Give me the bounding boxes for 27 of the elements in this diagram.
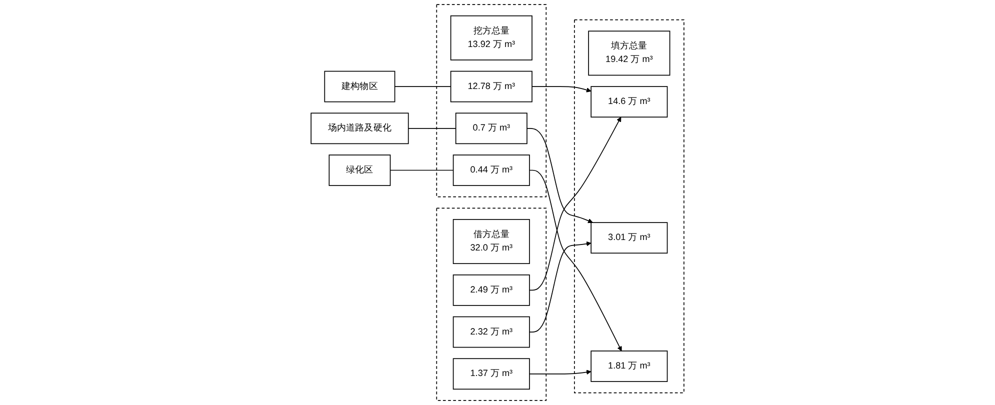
node-box: 建构物区 — [324, 70, 396, 102]
node-box: 1.81 万 m³ — [590, 350, 668, 382]
arrow — [529, 116, 622, 291]
node-box: 3.01 万 m³ — [590, 222, 668, 254]
arrow — [529, 241, 592, 332]
node-box: 12.78 万 m³ — [450, 70, 532, 102]
cluster — [436, 208, 547, 401]
arrow — [532, 86, 592, 92]
connector — [408, 128, 456, 129]
node-box: 2.49 万 m³ — [452, 274, 530, 306]
arrow — [529, 370, 592, 375]
cluster — [574, 19, 684, 394]
arrow — [526, 128, 593, 224]
cluster — [436, 4, 547, 198]
node-box: 14.6 万 m³ — [590, 86, 668, 118]
node-box: 填方总量 19.42 万 m³ — [588, 30, 670, 76]
node-box: 2.32 万 m³ — [452, 316, 530, 348]
node-box: 挖方总量 13.92 万 m³ — [450, 15, 532, 60]
node-box: 1.37 万 m³ — [452, 358, 530, 390]
arrow — [529, 170, 622, 352]
node-box: 场内道路及硬化 — [310, 112, 409, 144]
node-box: 绿化区 — [328, 154, 391, 186]
node-box: 0.44 万 m³ — [452, 154, 530, 186]
connector — [394, 86, 452, 87]
node-box: 借方总量 32.0 万 m³ — [452, 219, 530, 264]
connector — [390, 170, 454, 171]
node-box: 0.7 万 m³ — [455, 112, 528, 144]
